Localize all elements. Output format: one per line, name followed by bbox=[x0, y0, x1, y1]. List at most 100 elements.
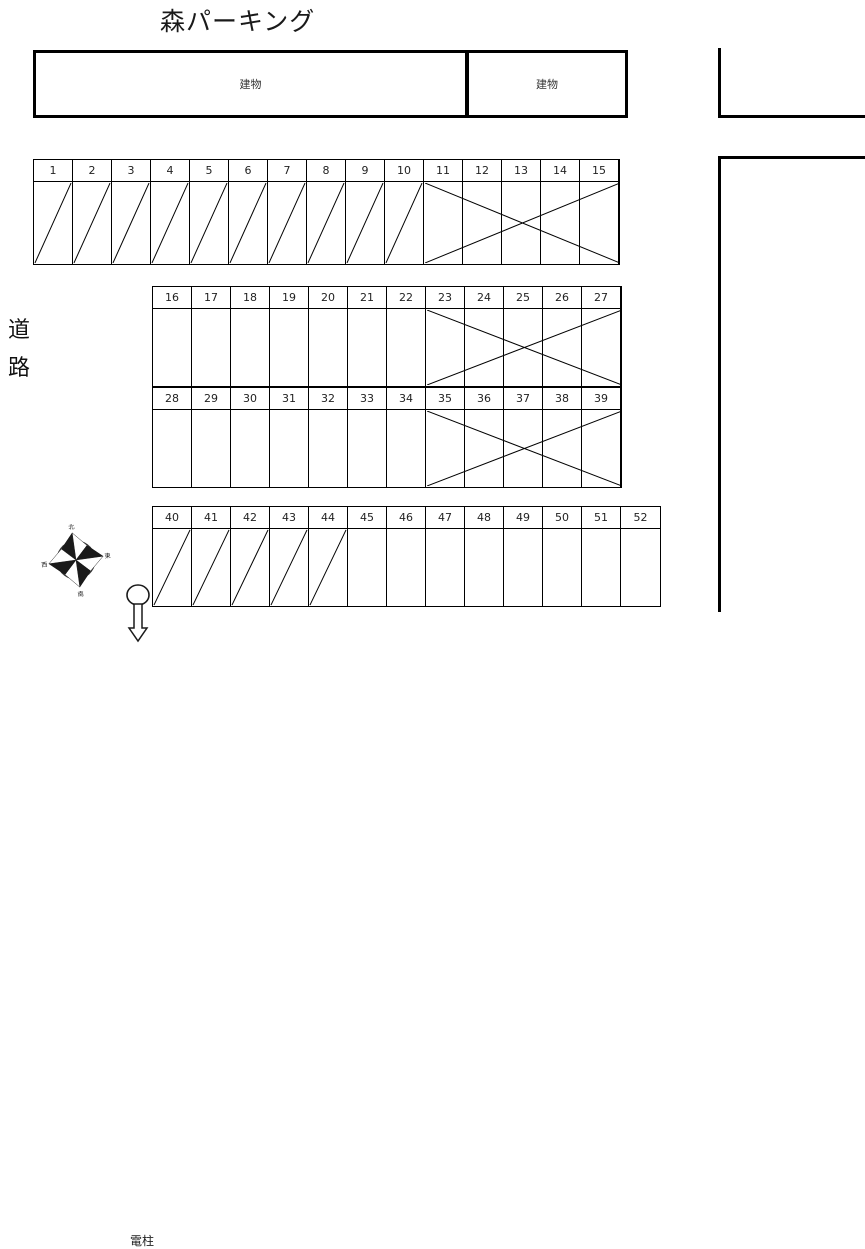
parking-space[interactable]: 50 bbox=[543, 507, 582, 606]
boundary-line-bottom-right bbox=[718, 156, 865, 612]
parking-space[interactable]: 47 bbox=[426, 507, 465, 606]
parking-space[interactable]: 9 bbox=[346, 160, 385, 264]
parking-space-body bbox=[543, 410, 581, 487]
parking-space-body bbox=[387, 309, 425, 386]
occupied-diagonal-mark bbox=[270, 529, 308, 606]
occupied-diagonal-mark bbox=[73, 182, 111, 264]
parking-space[interactable]: 28 bbox=[153, 388, 192, 487]
parking-space-body bbox=[153, 410, 191, 487]
occupied-diagonal-mark bbox=[192, 529, 230, 606]
parking-space-body bbox=[582, 410, 620, 487]
parking-space[interactable]: 10 bbox=[385, 160, 424, 264]
parking-space[interactable]: 35 bbox=[426, 388, 465, 487]
parking-space-body bbox=[34, 182, 72, 264]
parking-space[interactable]: 3 bbox=[112, 160, 151, 264]
parking-space[interactable]: 44 bbox=[309, 507, 348, 606]
parking-space[interactable]: 23 bbox=[426, 287, 465, 386]
parking-space-number: 11 bbox=[424, 160, 462, 182]
parking-space-body bbox=[504, 410, 542, 487]
parking-space[interactable]: 1 bbox=[34, 160, 73, 264]
parking-space[interactable]: 22 bbox=[387, 287, 426, 386]
parking-space-number: 24 bbox=[465, 287, 503, 309]
parking-space[interactable]: 11 bbox=[424, 160, 463, 264]
parking-space-number: 19 bbox=[270, 287, 308, 309]
building-main: 建物 bbox=[33, 50, 468, 118]
parking-space[interactable]: 24 bbox=[465, 287, 504, 386]
parking-space-number: 30 bbox=[231, 388, 269, 410]
parking-space-body bbox=[192, 529, 230, 606]
parking-space[interactable]: 6 bbox=[229, 160, 268, 264]
parking-space[interactable]: 37 bbox=[504, 388, 543, 487]
parking-space[interactable]: 20 bbox=[309, 287, 348, 386]
parking-space[interactable]: 29 bbox=[192, 388, 231, 487]
occupied-diagonal-mark bbox=[309, 529, 347, 606]
parking-space[interactable]: 19 bbox=[270, 287, 309, 386]
parking-space[interactable]: 33 bbox=[348, 388, 387, 487]
parking-space-body bbox=[387, 410, 425, 487]
parking-space[interactable]: 49 bbox=[504, 507, 543, 606]
parking-space-body bbox=[543, 309, 581, 386]
parking-space[interactable]: 52 bbox=[621, 507, 660, 606]
parking-space[interactable]: 18 bbox=[231, 287, 270, 386]
parking-space[interactable]: 43 bbox=[270, 507, 309, 606]
parking-space-number: 46 bbox=[387, 507, 425, 529]
parking-space[interactable]: 36 bbox=[465, 388, 504, 487]
parking-space[interactable]: 41 bbox=[192, 507, 231, 606]
parking-space[interactable]: 16 bbox=[153, 287, 192, 386]
parking-space[interactable]: 25 bbox=[504, 287, 543, 386]
parking-space[interactable]: 40 bbox=[153, 507, 192, 606]
parking-space-number: 18 bbox=[231, 287, 269, 309]
parking-space[interactable]: 15 bbox=[580, 160, 619, 264]
parking-space-body bbox=[463, 182, 501, 264]
parking-space-number: 50 bbox=[543, 507, 581, 529]
parking-space-body bbox=[621, 529, 660, 606]
parking-space-number: 7 bbox=[268, 160, 306, 182]
parking-space-number: 41 bbox=[192, 507, 230, 529]
utility-pole-marker: 電柱 bbox=[112, 584, 172, 1248]
parking-space-number: 28 bbox=[153, 388, 191, 410]
parking-space[interactable]: 31 bbox=[270, 388, 309, 487]
parking-space[interactable]: 42 bbox=[231, 507, 270, 606]
parking-space-body bbox=[348, 309, 386, 386]
parking-space[interactable]: 13 bbox=[502, 160, 541, 264]
parking-space[interactable]: 21 bbox=[348, 287, 387, 386]
parking-space[interactable]: 7 bbox=[268, 160, 307, 264]
parking-space[interactable]: 26 bbox=[543, 287, 582, 386]
parking-space[interactable]: 34 bbox=[387, 388, 426, 487]
parking-space-body bbox=[504, 309, 542, 386]
parking-space[interactable]: 12 bbox=[463, 160, 502, 264]
parking-space[interactable]: 30 bbox=[231, 388, 270, 487]
parking-space[interactable]: 8 bbox=[307, 160, 346, 264]
page-title: 森パーキング bbox=[160, 7, 316, 36]
parking-space-number: 27 bbox=[582, 287, 620, 309]
svg-text:東: 東 bbox=[104, 551, 111, 560]
parking-space-body bbox=[231, 410, 269, 487]
parking-space[interactable]: 39 bbox=[582, 388, 621, 487]
parking-space-number: 12 bbox=[463, 160, 501, 182]
parking-space[interactable]: 38 bbox=[543, 388, 582, 487]
parking-space[interactable]: 2 bbox=[73, 160, 112, 264]
parking-space-body bbox=[346, 182, 384, 264]
parking-space[interactable]: 17 bbox=[192, 287, 231, 386]
parking-space[interactable]: 14 bbox=[541, 160, 580, 264]
svg-text:北: 北 bbox=[68, 523, 75, 532]
parking-space[interactable]: 4 bbox=[151, 160, 190, 264]
parking-space[interactable]: 48 bbox=[465, 507, 504, 606]
parking-space[interactable]: 46 bbox=[387, 507, 426, 606]
parking-space[interactable]: 32 bbox=[309, 388, 348, 487]
parking-space-body bbox=[231, 309, 269, 386]
occupied-diagonal-mark bbox=[34, 182, 72, 264]
parking-space-number: 44 bbox=[309, 507, 347, 529]
parking-space-number: 20 bbox=[309, 287, 347, 309]
parking-space[interactable]: 27 bbox=[582, 287, 621, 386]
parking-space-number: 32 bbox=[309, 388, 347, 410]
parking-space[interactable]: 45 bbox=[348, 507, 387, 606]
parking-space-number: 16 bbox=[153, 287, 191, 309]
parking-space-number: 5 bbox=[190, 160, 228, 182]
parking-space[interactable]: 5 bbox=[190, 160, 229, 264]
parking-space-number: 39 bbox=[582, 388, 620, 410]
parking-space-number: 8 bbox=[307, 160, 345, 182]
parking-space-number: 26 bbox=[543, 287, 581, 309]
parking-space[interactable]: 51 bbox=[582, 507, 621, 606]
